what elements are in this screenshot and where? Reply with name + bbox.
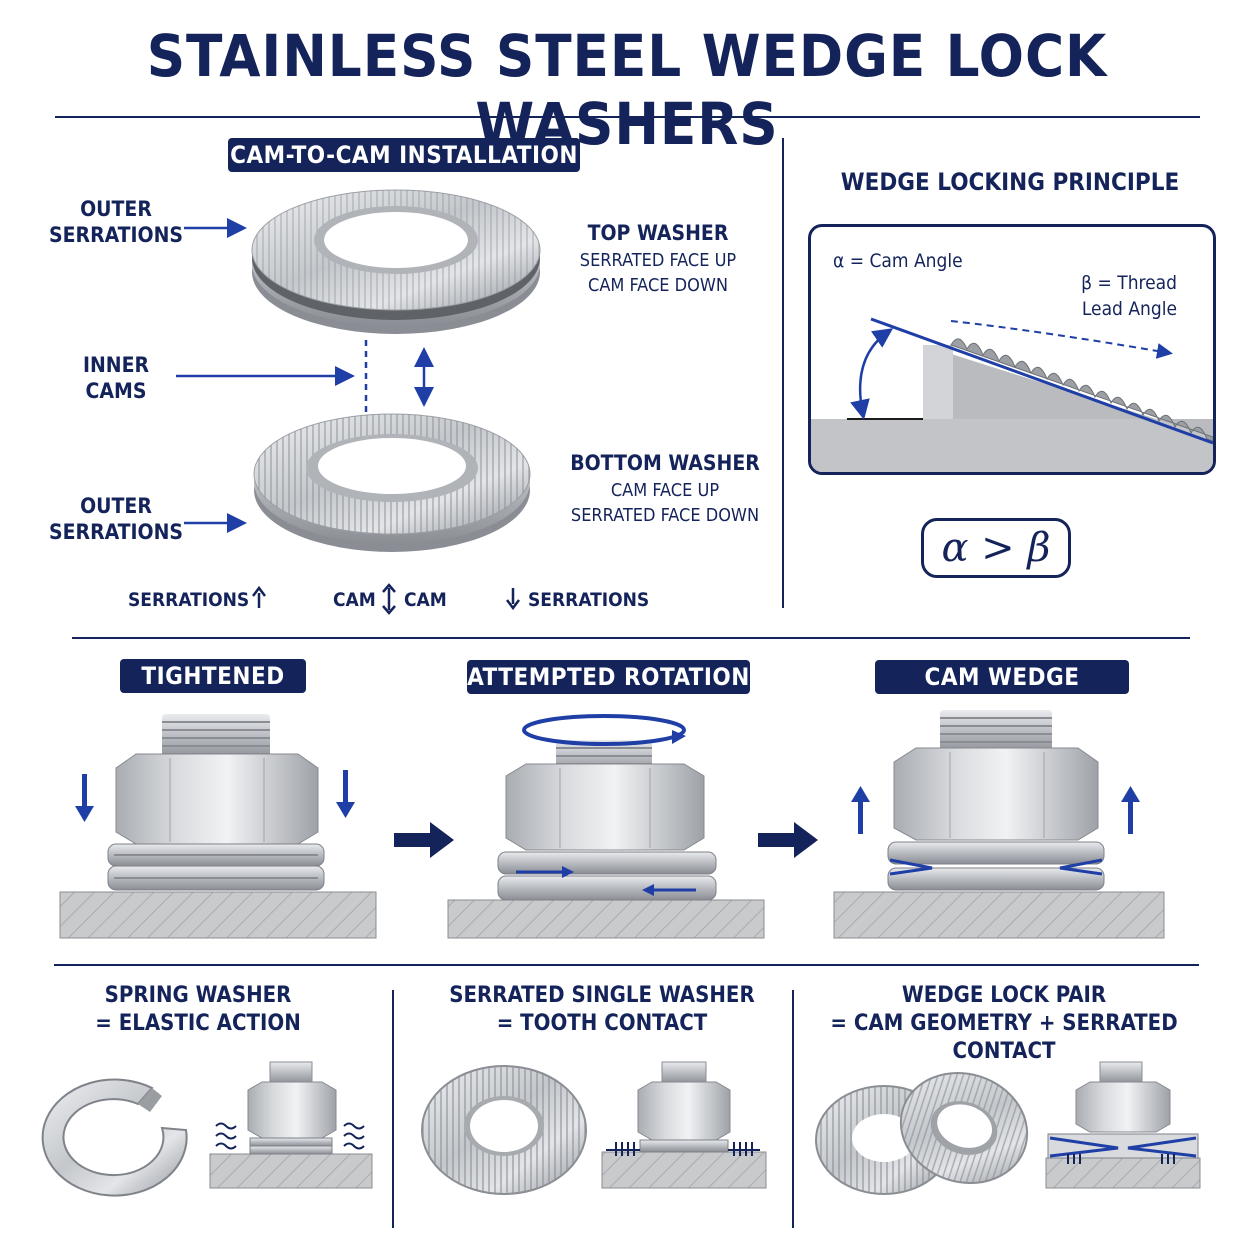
comparison-serrated-title: SERRATED SINGLE WASHER = TOOTH CONTACT [449, 983, 755, 1036]
stage-arrow-2 [758, 822, 818, 858]
page-title: STAINLESS STEEL WEDGE LOCK WASHERS [146, 22, 1108, 158]
stage-badge-rotation: ATTEMPTED ROTATION [467, 660, 750, 694]
comparison-wedge-title: WEDGE LOCK PAIR = CAM GEOMETRY + SERRATE… [830, 983, 1178, 1064]
bottom-washer-description: BOTTOM WASHER CAM FACE UP SERRATED FACE … [570, 451, 760, 526]
wedge-pair-assembly [1045, 1061, 1201, 1189]
top-washer-illustration [251, 189, 541, 334]
outer-serrations-bottom-label: OUTER SERRATIONS [49, 494, 183, 544]
principle-diagram-frame: α = Cam Angle β = Thread Lead Angle [808, 224, 1216, 475]
legend-cam-b: CAM [404, 589, 447, 611]
arrow-down-icon [506, 588, 520, 611]
stage-rotation-illustration [447, 714, 765, 939]
stage-wedge-illustration [833, 710, 1165, 939]
top-washer-description: TOP WASHER SERRATED FACE UP CAM FACE DOW… [579, 221, 737, 296]
double-arrow-icon [382, 583, 396, 615]
installation-badge: CAM-TO-CAM INSTALLATION [228, 138, 580, 172]
spring-washer-illustration [41, 1078, 188, 1197]
outer-serrations-top-label: OUTER SERRATIONS [49, 197, 183, 247]
legend-serrations-right: SERRATIONS [528, 589, 650, 611]
alpha-greater-beta-formula: α > β [921, 518, 1071, 578]
stage-badge-tightened: TIGHTENED [120, 659, 306, 693]
thread-teeth [950, 338, 1213, 442]
stage-badge-wedge: CAM WEDGE EFFECT [875, 660, 1129, 725]
wedge-pair-illustration [815, 1071, 1029, 1195]
bottom-washer-illustration [253, 413, 531, 552]
wedge-diagram [811, 317, 1213, 472]
alpha-label: α = Cam Angle [833, 250, 963, 272]
comparison-divider-1 [392, 990, 394, 1228]
lower-divider [54, 964, 1199, 966]
comparison-divider-2 [792, 990, 794, 1228]
arrow-up-icon [252, 585, 266, 608]
spring-washer-assembly [209, 1061, 373, 1189]
section-divider-vertical [782, 138, 784, 608]
serrated-washer-illustration [421, 1065, 587, 1195]
serrated-washer-assembly [601, 1061, 767, 1189]
principle-title: WEDGE LOCKING PRINCIPLE [840, 168, 1180, 196]
stage-arrow-1 [394, 822, 454, 858]
legend-serrations-left: SERRATIONS [128, 589, 250, 611]
title-divider [55, 116, 1200, 118]
comparison-spring-title: SPRING WASHER = ELASTIC ACTION [95, 983, 301, 1036]
middle-divider [72, 637, 1190, 639]
legend-cam-a: CAM [333, 589, 376, 611]
beta-label-line2: Lead Angle [1081, 298, 1177, 320]
beta-label-line1: β = Thread [1081, 272, 1177, 294]
stage-tightened-illustration [59, 714, 377, 939]
inner-cams-label: INNER CAMS [82, 353, 150, 403]
